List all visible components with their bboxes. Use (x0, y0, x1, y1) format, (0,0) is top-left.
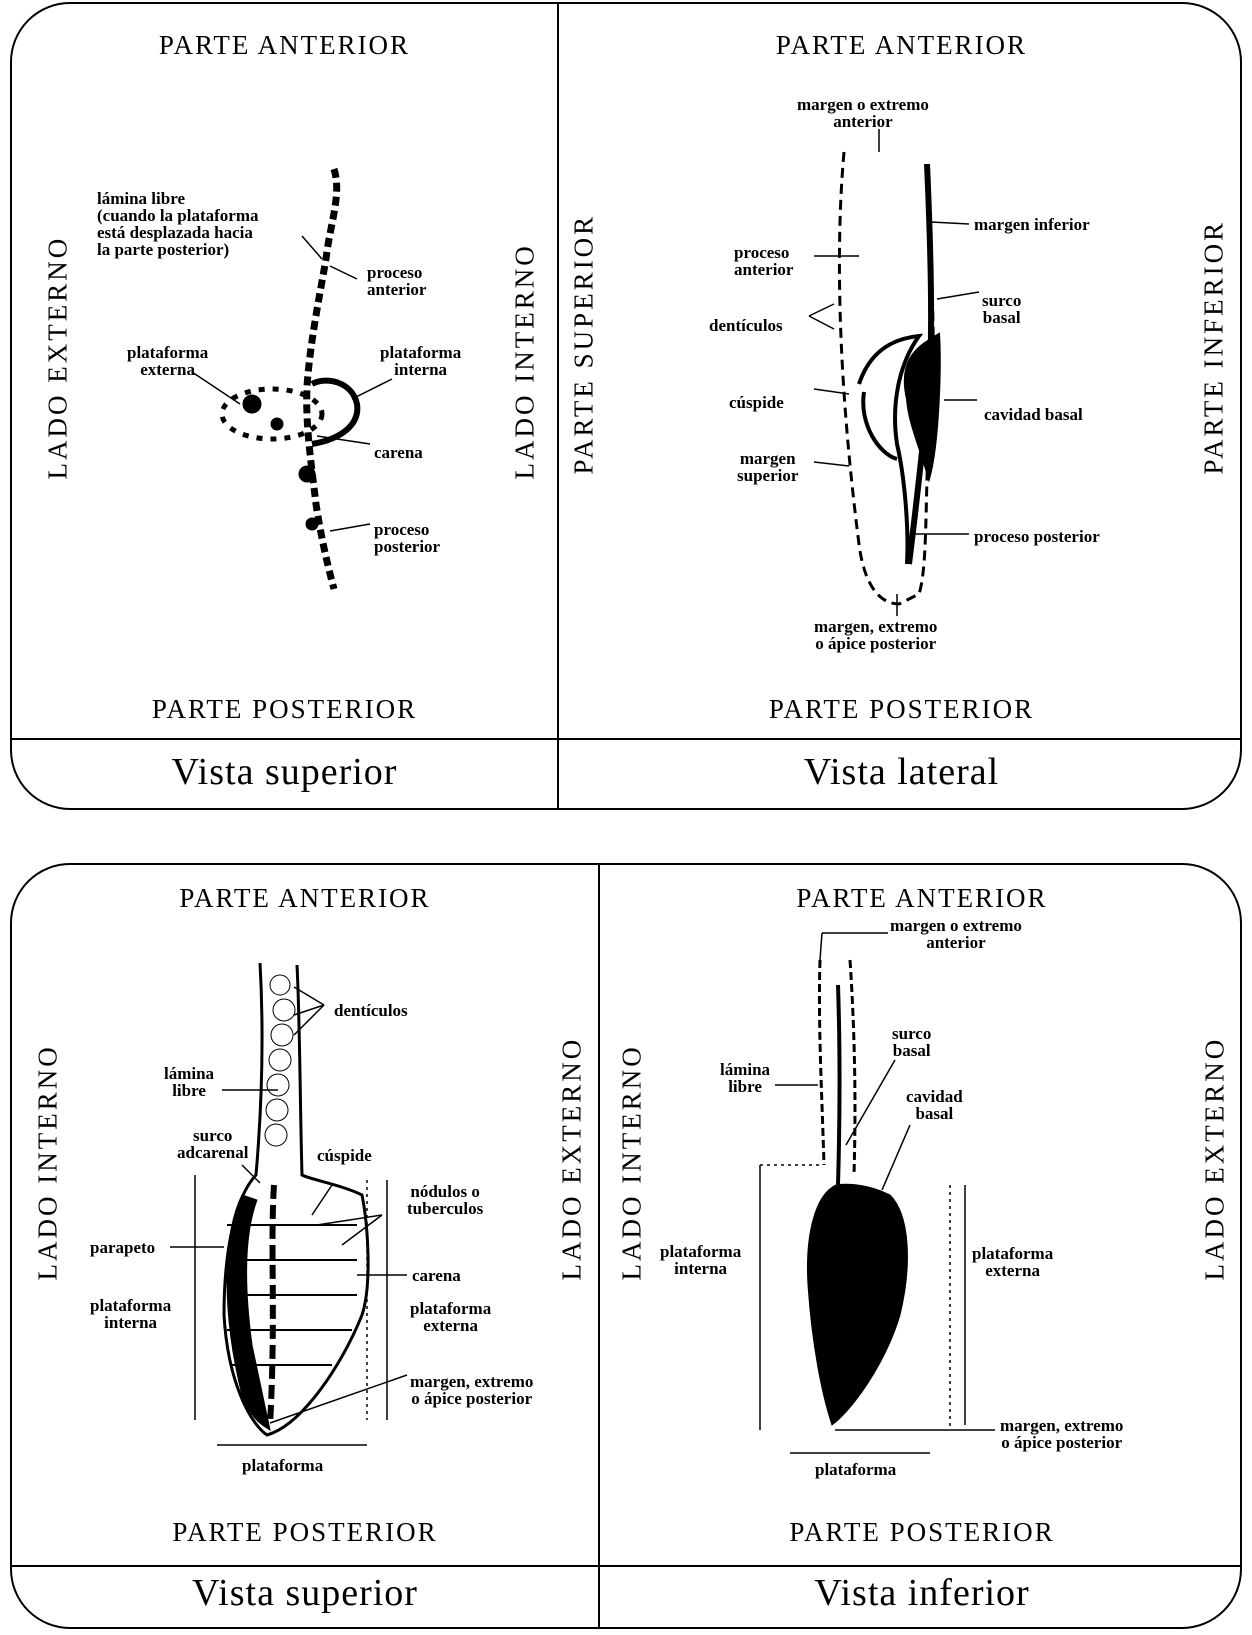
panel-caption: Vista superior (12, 750, 557, 794)
label-proceso-posterior: proceso posterior (374, 521, 440, 555)
label-surco-basal: surco basal (982, 292, 1021, 326)
panel-vista-superior-1: PARTE ANTERIOR PARTE POSTERIOR LADO EXTE… (12, 4, 557, 808)
label-plataforma-interna: plataforma interna (660, 1243, 741, 1277)
panel-caption: Vista inferior (600, 1571, 1242, 1615)
label-plataforma: plataforma (815, 1461, 896, 1478)
label-proceso-posterior: proceso posterior (974, 528, 1100, 545)
label-margen-anterior: margen o extremo anterior (890, 917, 1022, 951)
label-carena: carena (412, 1267, 461, 1284)
label-plataforma-externa: plataforma externa (127, 344, 208, 378)
label-margen-posterior: margen, extremo o ápice posterior (1000, 1417, 1123, 1451)
label-margen-superior: margen superior (737, 450, 798, 484)
label-cuspide: cúspide (317, 1147, 372, 1164)
label-plataforma-externa: plataforma externa (972, 1245, 1053, 1279)
label-proceso-anterior: proceso anterior (734, 244, 793, 278)
panel-caption: Vista superior (12, 1571, 598, 1615)
label-margen-posterior: margen, extremo o ápice posterior (410, 1373, 533, 1407)
conodont-specimen-illustration (600, 865, 1242, 1565)
label-cavidad-basal: cavidad basal (906, 1088, 963, 1122)
top-figure-frame: PARTE ANTERIOR PARTE POSTERIOR LADO EXTE… (10, 2, 1242, 810)
panel-vista-inferior: PARTE ANTERIOR PARTE POSTERIOR LADO INTE… (600, 865, 1242, 1627)
label-carena: carena (374, 444, 423, 461)
label-cuspide: cúspide (729, 394, 784, 411)
label-margen-inferior: margen inferior (974, 216, 1090, 233)
label-surco-adcarenal: surco adcarenal (177, 1127, 248, 1161)
label-denticulos: dentículos (709, 317, 783, 334)
conodont-specimen-illustration (12, 4, 557, 738)
label-lamina-libre: lámina libre (cuando la plataforma está … (97, 190, 259, 258)
panel-caption: Vista lateral (559, 750, 1242, 794)
label-parapeto: parapeto (90, 1239, 155, 1256)
label-plataforma-interna: plataforma interna (90, 1297, 171, 1331)
label-plataforma-externa: plataforma externa (410, 1300, 491, 1334)
label-proceso-anterior: proceso anterior (367, 264, 426, 298)
label-plataforma: plataforma (242, 1457, 323, 1474)
label-cavidad-basal: cavidad basal (984, 406, 1083, 423)
label-nodulos: nódulos o tuberculos (407, 1183, 483, 1217)
label-margen-posterior: margen, extremo o ápice posterior (814, 618, 937, 652)
bottom-figure-frame: PARTE ANTERIOR PARTE POSTERIOR LADO INTE… (10, 863, 1242, 1629)
label-margen-anterior: margen o extremo anterior (797, 96, 929, 130)
panel-vista-lateral: PARTE ANTERIOR PARTE POSTERIOR PARTE SUP… (559, 4, 1242, 808)
panel-vista-superior-2: PARTE ANTERIOR PARTE POSTERIOR LADO INTE… (12, 865, 598, 1627)
label-denticulos: dentículos (334, 1002, 408, 1019)
label-lamina-libre: lámina libre (720, 1061, 770, 1095)
label-plataforma-interna: plataforma interna (380, 344, 461, 378)
label-lamina-libre: lámina libre (164, 1065, 214, 1099)
label-surco-basal: surco basal (892, 1025, 931, 1059)
